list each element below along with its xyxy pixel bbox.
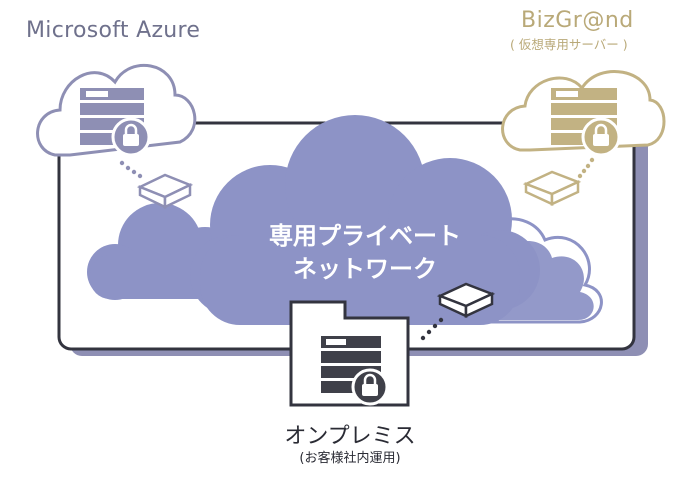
private-network-label-line2: ネットワーク [293,255,437,283]
bizgrand-server-lock-icon [551,88,621,157]
azure-server-lock-icon [80,88,151,157]
azure-label: Microsoft Azure [26,18,201,43]
azure-link [119,160,143,179]
onprem-router-icon [436,282,496,318]
onprem-label: オンプレミス [284,424,416,449]
bizgrand-sublabel: ( 仮想専用サーバー ) [510,37,628,52]
azure-router-icon [136,173,194,209]
bizgrand-label: BizGr@nd [521,8,634,33]
onprem-building-icon [289,300,410,407]
bizgrand-router-icon [522,170,582,206]
bizgrand-link [577,157,595,179]
onprem-sublabel: (お客様社内運用) [299,451,401,466]
onprem-link [420,317,444,341]
private-network-label-line1: 専用プライベート [269,222,461,250]
